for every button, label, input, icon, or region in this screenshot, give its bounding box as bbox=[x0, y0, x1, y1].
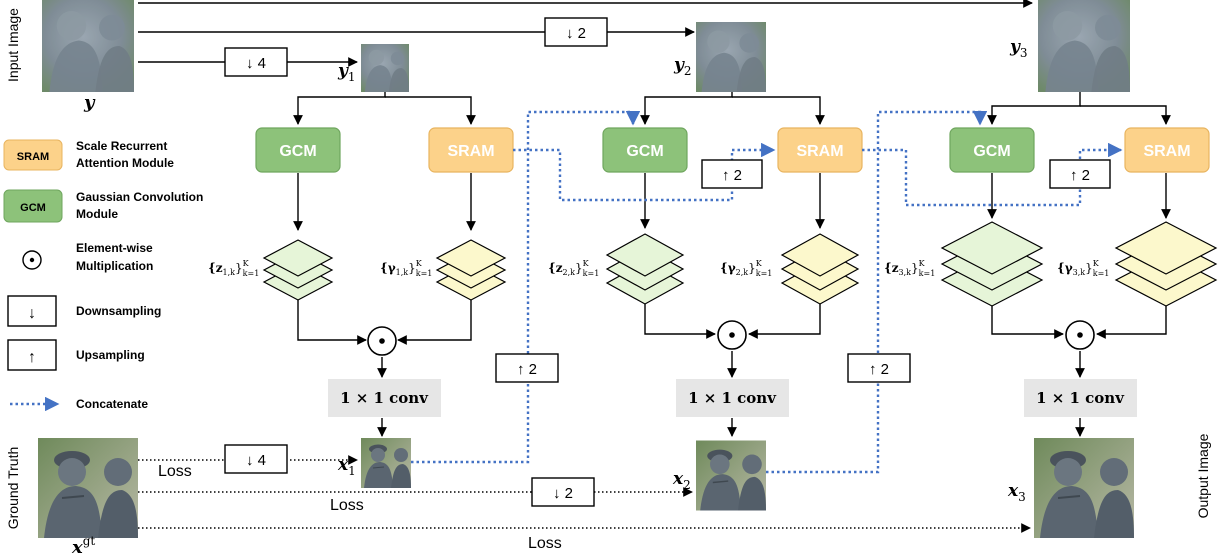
svg-text:SRAM: SRAM bbox=[796, 143, 843, 160]
downsample-box-x2-top: ↓ 2 bbox=[544, 17, 608, 47]
gamma-feature-stack-3 bbox=[1114, 221, 1218, 307]
svg-text:Element-wise: Element-wise bbox=[76, 241, 153, 255]
legend-concatenate: Concatenate bbox=[10, 396, 148, 412]
svg-text:Multiplication: Multiplication bbox=[76, 259, 153, 273]
svg-text:1 × 1 conv: 1 × 1 conv bbox=[1036, 389, 1125, 407]
multiply-node-3 bbox=[1065, 320, 1095, 350]
loss-label-1: Loss bbox=[158, 463, 192, 480]
svg-text:GCM: GCM bbox=[973, 143, 1010, 160]
upsample-box-sram23: ↑ 2 bbox=[1049, 159, 1111, 189]
loss-label-2: Loss bbox=[330, 497, 364, 514]
conv-block-2: 1 × 1 conv bbox=[676, 379, 789, 417]
output-image-scale1 bbox=[361, 438, 411, 488]
svg-text:↑ 2: ↑ 2 bbox=[722, 167, 742, 184]
svg-text:Concatenate: Concatenate bbox=[76, 397, 148, 411]
label-x1: x1 bbox=[337, 455, 356, 478]
label-xgt: xgt bbox=[71, 534, 95, 556]
label-y: y bbox=[83, 92, 96, 113]
gamma-feature-stack-2 bbox=[780, 233, 860, 305]
legend-gcm: GCM Gaussian Convolution Module bbox=[3, 189, 203, 223]
upsample-box-x1: ↑ 2 bbox=[495, 353, 559, 383]
multiply-node-1 bbox=[367, 326, 397, 356]
svg-text:↓ 2: ↓ 2 bbox=[566, 25, 586, 42]
gcm-block-1: GCM bbox=[255, 127, 341, 173]
gcm-block-3: GCM bbox=[949, 127, 1035, 173]
svg-text:↓ 4: ↓ 4 bbox=[246, 55, 266, 72]
downsample-box-x4-top: ↓ 4 bbox=[224, 47, 288, 77]
svg-text:GCM: GCM bbox=[279, 143, 316, 160]
ground-truth-label: Ground Truth bbox=[5, 447, 21, 530]
upsample-box-sram12: ↑ 2 bbox=[701, 159, 763, 189]
label-y1: y1 bbox=[337, 61, 356, 84]
sram-block-2: SRAM bbox=[777, 127, 863, 173]
label-x2: x2 bbox=[672, 469, 691, 492]
z-feature-stack-1 bbox=[262, 239, 334, 301]
loss-label-3: Loss bbox=[528, 535, 562, 552]
legend-downsampling: ↓ Downsampling bbox=[7, 295, 161, 327]
output-image-full bbox=[1034, 438, 1134, 538]
legend-sram: SRAM Scale Recurrent Attention Module bbox=[3, 139, 174, 171]
conv-block-1: 1 × 1 conv bbox=[328, 379, 441, 417]
conv-block-3: 1 × 1 conv bbox=[1024, 379, 1137, 417]
svg-text:Downsampling: Downsampling bbox=[76, 304, 161, 318]
downsample-box-x4-bottom: ↓ 4 bbox=[224, 444, 288, 474]
downsample-box-x2-bottom: ↓ 2 bbox=[531, 477, 595, 507]
ground-truth-image bbox=[38, 438, 138, 538]
svg-text:Attention Module: Attention Module bbox=[76, 156, 174, 170]
sram-block-3: SRAM bbox=[1124, 127, 1210, 173]
output-image-label: Output Image bbox=[1195, 433, 1211, 518]
sram-block-1: SRAM bbox=[428, 127, 514, 173]
legend-upsampling: ↑ Upsampling bbox=[7, 339, 145, 371]
z-feature-stack-3 bbox=[940, 221, 1044, 307]
input-image-scale3 bbox=[1038, 0, 1130, 92]
input-image-label: Input Image bbox=[5, 8, 21, 82]
svg-text:↑: ↑ bbox=[28, 349, 36, 366]
label-y2: y2 bbox=[673, 55, 692, 78]
svg-text:↑ 2: ↑ 2 bbox=[1070, 167, 1090, 184]
label-x3: x3 bbox=[1007, 481, 1026, 504]
svg-text:SRAM: SRAM bbox=[1143, 143, 1190, 160]
svg-text:Upsampling: Upsampling bbox=[76, 348, 145, 362]
svg-text:↓ 2: ↓ 2 bbox=[553, 485, 573, 502]
svg-text:GCM: GCM bbox=[626, 143, 663, 160]
svg-text:Gaussian Convolution: Gaussian Convolution bbox=[76, 190, 203, 204]
legend: SRAM Scale Recurrent Attention Module GC… bbox=[3, 139, 203, 412]
gcm-block-2: GCM bbox=[602, 127, 688, 173]
svg-text:↑ 2: ↑ 2 bbox=[869, 361, 889, 378]
concat-paths bbox=[411, 110, 1123, 474]
svg-text:SRAM: SRAM bbox=[17, 151, 49, 163]
upsample-box-x2: ↑ 2 bbox=[847, 353, 911, 383]
svg-text:Module: Module bbox=[76, 207, 118, 221]
svg-text:1 × 1 conv: 1 × 1 conv bbox=[340, 389, 429, 407]
svg-text:↓: ↓ bbox=[28, 305, 36, 322]
output-image-scale2 bbox=[696, 439, 766, 512]
svg-text:GCM: GCM bbox=[20, 202, 46, 214]
svg-text:SRAM: SRAM bbox=[447, 143, 494, 160]
input-image-scale2 bbox=[696, 22, 766, 92]
svg-text:↑ 2: ↑ 2 bbox=[517, 361, 537, 378]
multiply-node-2 bbox=[717, 320, 747, 350]
label-y3: y3 bbox=[1009, 37, 1028, 60]
legend-multiply: Element-wise Multiplication bbox=[22, 241, 153, 273]
svg-text:↓ 4: ↓ 4 bbox=[246, 452, 266, 469]
svg-text:1 × 1 conv: 1 × 1 conv bbox=[688, 389, 777, 407]
input-image-scale1 bbox=[361, 44, 409, 92]
gamma-feature-stack-1 bbox=[435, 239, 507, 301]
z-feature-stack-2 bbox=[605, 233, 685, 305]
svg-text:Scale Recurrent: Scale Recurrent bbox=[76, 139, 167, 153]
input-image bbox=[42, 0, 134, 92]
